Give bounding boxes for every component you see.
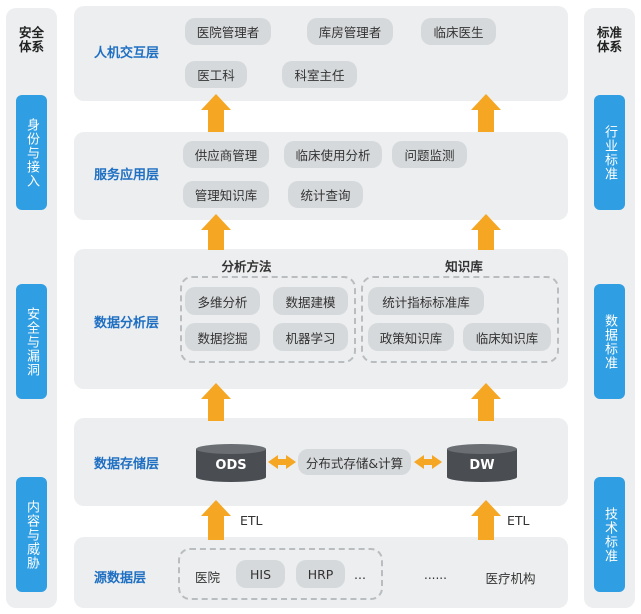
chip-policy-knowledge-base: 政策知识库 <box>368 323 454 351</box>
source-ellipsis: ... <box>354 567 366 582</box>
analysis-layer-label: 数据分析层 <box>94 316 160 331</box>
content-threat-pill: 内容与威胁 <box>16 477 47 592</box>
industry-standard-pill: 行业标准 <box>594 95 625 210</box>
interaction-layer-panel: 人机交互层 医院管理者 库房管理者 临床医生 医工科 科室主任 <box>74 6 568 101</box>
analysis-methods-title: 分析方法 <box>221 259 272 274</box>
dw-double-arrow <box>414 455 442 469</box>
data-standard-pill: 数据标准 <box>594 284 625 399</box>
source-db-2-label: 医疗机构 <box>485 571 536 586</box>
etl-label-left: ETL <box>240 513 263 528</box>
source-layer-label: 源数据层 <box>94 571 147 586</box>
knowledge-base-group <box>361 276 559 363</box>
dw-cylinder <box>447 444 517 482</box>
analysis-methods-group <box>180 276 356 363</box>
source-layer-panel: 源数据层 医院 HIS HRP ... <box>74 537 568 608</box>
identity-access-pill: 身份与接入 <box>16 95 47 210</box>
chip-statistics-query: 统计查询 <box>288 181 363 208</box>
security-system-title: 安全 体系 <box>18 25 44 54</box>
analysis-layer-panel: 数据分析层 分析方法 多维分析 数据建模 数据挖掘 机器学习 知识库 统计指标标… <box>74 249 568 389</box>
chip-clinical-usage-analysis: 临床使用分析 <box>284 141 382 168</box>
chip-medical-engineering: 医工科 <box>185 61 247 88</box>
standard-system-sidebar: 标准 体系 行业标准 数据标准 技术标准 <box>584 8 635 608</box>
service-layer-label: 服务应用层 <box>94 168 160 183</box>
chip-his: HIS <box>236 560 285 588</box>
security-vulnerability-pill: 安全与漏洞 <box>16 284 47 399</box>
chip-department-head: 科室主任 <box>282 61 357 88</box>
distributed-storage-compute: 分布式存储&计算 <box>298 449 411 475</box>
storage-layer-label: 数据存储层 <box>94 457 160 472</box>
ods-double-arrow <box>268 455 296 469</box>
security-system-sidebar: 安全 体系 身份与接入 安全与漏洞 内容与威胁 <box>6 8 57 608</box>
chip-hospital-manager: 医院管理者 <box>185 18 271 45</box>
chip-clinical-knowledge-base: 临床知识库 <box>463 323 551 351</box>
chip-management-knowledge-base: 管理知识库 <box>183 181 269 208</box>
ods-cylinder <box>196 444 266 482</box>
knowledge-base-title: 知识库 <box>445 259 483 274</box>
chip-hrp: HRP <box>296 560 345 588</box>
dw-label: DW <box>469 457 495 473</box>
chip-warehouse-manager: 库房管理者 <box>307 18 393 45</box>
chip-problem-monitoring: 问题监测 <box>392 141 467 168</box>
service-layer-panel: 服务应用层 供应商管理 临床使用分析 问题监测 管理知识库 统计查询 <box>74 132 568 220</box>
ods-label: ODS <box>215 457 247 473</box>
hospital-label: 医院 <box>195 570 221 585</box>
chip-data-modeling: 数据建模 <box>273 287 348 315</box>
interaction-layer-label: 人机交互层 <box>94 46 160 61</box>
chip-multidimensional-analysis: 多维分析 <box>185 287 260 315</box>
source-db-1-label: ...... <box>424 568 447 582</box>
etl-label-right: ETL <box>507 513 530 528</box>
chip-supplier-management: 供应商管理 <box>183 141 269 168</box>
standard-system-title: 标准 体系 <box>596 25 622 54</box>
hospital-systems-group <box>178 548 383 600</box>
chip-clinician: 临床医生 <box>421 18 496 45</box>
chip-statistical-indicator-library: 统计指标标准库 <box>368 287 484 315</box>
chip-data-mining: 数据挖掘 <box>185 323 260 351</box>
chip-machine-learning: 机器学习 <box>273 323 348 351</box>
technical-standard-pill: 技术标准 <box>594 477 625 592</box>
